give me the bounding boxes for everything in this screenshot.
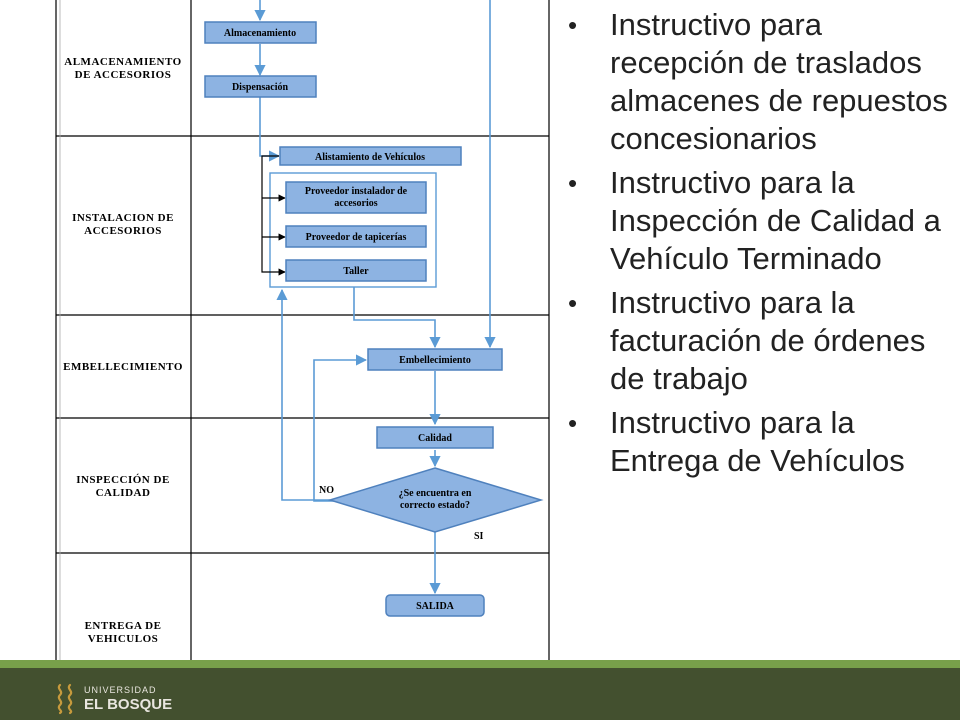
- logo-line-1: UNIVERSIDAD: [84, 685, 157, 695]
- connector-no-retorno-embellecimiento: [313, 354, 368, 502]
- lane-label-almacenamiento-2: DE ACCESORIOS: [75, 69, 172, 81]
- university-crest-icon: [57, 683, 73, 715]
- bullet-list: • Instructivo para recepción de traslados…: [568, 6, 958, 486]
- connector-proveedores-embellecimiento: [353, 287, 441, 349]
- box-taller-label: Taller: [343, 266, 369, 277]
- bullet-item: • Instructivo para la Entrega de Vehículo…: [568, 404, 958, 480]
- box-calidad: Calidad: [376, 426, 494, 449]
- logo-line-2: EL BOSQUE: [84, 696, 173, 713]
- flow-connectors: [254, 0, 496, 595]
- lane-label-inspeccion: INSPECCIÓN DE: [76, 474, 170, 486]
- flag-si: SI: [474, 531, 484, 542]
- footer-bar: [0, 660, 960, 720]
- box-almacenamiento: Almacenamiento: [204, 21, 317, 44]
- box-alistamiento: Alistamiento de Vehículos: [279, 146, 462, 166]
- lane-label-instalacion: INSTALACION DE: [72, 212, 174, 224]
- flag-no: NO: [319, 485, 334, 496]
- connector-dispensacion-alistamiento: [259, 97, 281, 162]
- box-alistamiento-label: Alistamiento de Vehículos: [315, 152, 425, 163]
- footer-stripe: [0, 660, 960, 668]
- box-proveedor-tapicerias: Proveedor de tapicerías: [285, 225, 427, 248]
- provider-bracket: [261, 155, 286, 276]
- process-flowchart: ALMACENAMIENTO DE ACCESORIOS INSTALACION…: [55, 0, 550, 667]
- box-dispensacion-label: Dispensación: [232, 82, 289, 93]
- box-dispensacion: Dispensación: [204, 75, 317, 98]
- lane-label-entrega: ENTREGA DE: [85, 620, 162, 632]
- decision-correcto-estado: ¿Se encuentra en correcto estado?: [327, 467, 544, 533]
- lane-label-entrega-2: VEHICULOS: [88, 633, 159, 645]
- bullet-dot-icon: •: [568, 168, 578, 198]
- lane-label-inspeccion-2: CALIDAD: [96, 487, 151, 499]
- box-proveedor-instalador-label-2: accesorios: [334, 198, 377, 209]
- box-embellecimiento: Embellecimiento: [367, 348, 503, 371]
- university-logo: UNIVERSIDAD EL BOSQUE: [54, 683, 172, 715]
- bullet-dot-icon: •: [568, 10, 578, 40]
- swimlane-grid: [55, 0, 550, 667]
- bullet-item: • Instructivo para la Inspección de Calid…: [568, 164, 958, 278]
- bullet-text: Instructivo para la Inspección de Calida…: [610, 165, 941, 276]
- box-taller: Taller: [285, 259, 427, 282]
- box-almacenamiento-label: Almacenamiento: [224, 28, 296, 39]
- box-proveedor-tapicerias-label: Proveedor de tapicerías: [306, 232, 407, 243]
- box-embellecimiento-label: Embellecimiento: [399, 355, 471, 366]
- bullet-text: Instructivo para recepción de traslados …: [610, 7, 948, 156]
- decision-label-2: correcto estado?: [400, 500, 470, 511]
- lane-label-almacenamiento: ALMACENAMIENTO: [64, 56, 181, 68]
- bullet-text: Instructivo para la Entrega de Vehículos: [610, 405, 905, 478]
- box-salida: SALIDA: [385, 594, 485, 617]
- bullet-text: Instructivo para la facturación de órden…: [610, 285, 926, 396]
- logo-wordmark: UNIVERSIDAD EL BOSQUE: [84, 685, 173, 713]
- box-proveedor-instalador-label-1: Proveedor instalador de: [305, 186, 408, 197]
- bullet-item: • Instructivo para recepción de traslados…: [568, 6, 958, 158]
- box-salida-label: SALIDA: [416, 601, 455, 612]
- bullet-dot-icon: •: [568, 408, 578, 438]
- box-calidad-label: Calidad: [418, 433, 452, 444]
- lane-label-instalacion-2: ACCESORIOS: [84, 225, 162, 237]
- lane-label-embellecimiento: EMBELLECIMIENTO: [63, 361, 183, 373]
- bullet-item: • Instructivo para la facturación de órde…: [568, 284, 958, 398]
- connector-no-retorno-proveedores: [276, 288, 330, 501]
- box-proveedor-instalador: Proveedor instalador de accesorios: [285, 181, 427, 214]
- bullet-dot-icon: •: [568, 288, 578, 318]
- decision-label-1: ¿Se encuentra en: [399, 488, 472, 499]
- provider-group-frame: [269, 172, 437, 288]
